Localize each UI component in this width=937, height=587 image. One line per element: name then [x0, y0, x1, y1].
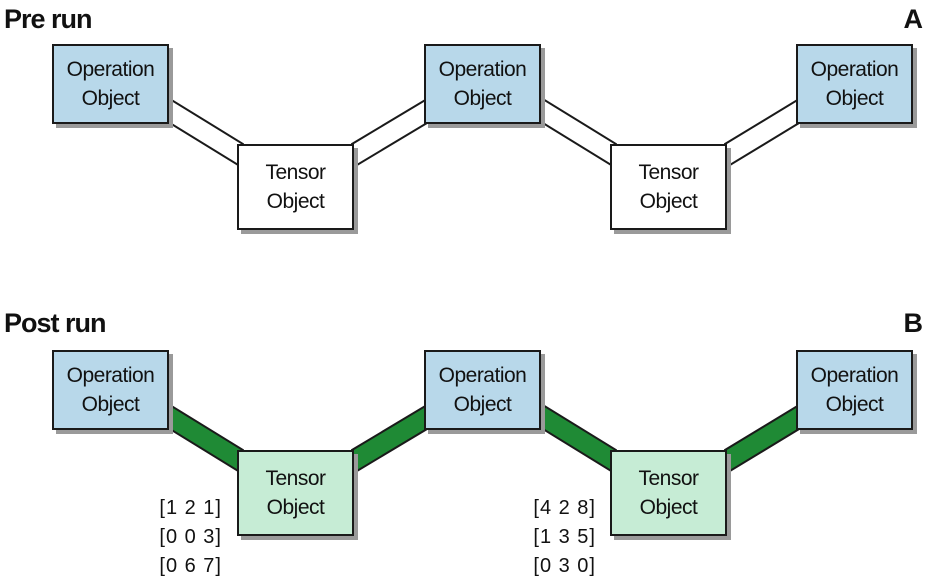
tensor-object-a2: Tensor Object	[610, 144, 727, 230]
operation-label: Operation Object	[438, 364, 527, 416]
tensor-label: Tensor Object	[265, 161, 326, 213]
operation-label: Operation Object	[810, 58, 899, 110]
edge-post-2	[351, 400, 433, 476]
edge-pre-3	[537, 94, 617, 170]
matrix-row: [0 3 0]	[533, 555, 596, 577]
tensor-object-b2: Tensor Object	[610, 450, 727, 536]
tensor-object-a1: Tensor Object	[237, 144, 354, 230]
matrix-row: [4 2 8]	[533, 497, 596, 519]
panel-a-title: Pre run	[4, 4, 93, 34]
operation-object-a3: Operation Object	[796, 44, 913, 124]
tensor-value-matrix-2: [4 2 8] [1 3 5] [0 3 0]	[530, 494, 596, 581]
matrix-row: [0 0 3]	[159, 526, 222, 548]
edge-pre-4	[724, 94, 805, 170]
operation-object-b1: Operation Object	[52, 350, 169, 430]
operation-object-a2: Operation Object	[424, 44, 541, 124]
tensor-label: Tensor Object	[265, 467, 326, 519]
edge-post-4	[724, 400, 805, 476]
operation-label: Operation Object	[810, 364, 899, 416]
operation-label: Operation Object	[438, 58, 527, 110]
panel-a-letter: A	[903, 4, 924, 34]
edge-pre-2	[351, 94, 433, 170]
tensor-label: Tensor Object	[638, 467, 699, 519]
tensor-label: Tensor Object	[638, 161, 699, 213]
tensor-object-b1: Tensor Object	[237, 450, 354, 536]
operation-object-b2: Operation Object	[424, 350, 541, 430]
tensor-value-matrix-1: [1 2 1] [0 0 3] [0 6 7]	[156, 494, 222, 581]
panel-b-letter: B	[903, 308, 924, 338]
panel-b-title: Post run	[4, 308, 107, 338]
matrix-row: [1 3 5]	[533, 526, 596, 548]
edge-pre-1	[164, 94, 244, 170]
operation-label: Operation Object	[66, 58, 155, 110]
matrix-row: [1 2 1]	[159, 497, 222, 519]
matrix-row: [0 6 7]	[159, 555, 222, 577]
operation-object-a1: Operation Object	[52, 44, 169, 124]
operation-object-b3: Operation Object	[796, 350, 913, 430]
operation-label: Operation Object	[66, 364, 155, 416]
edge-post-3	[537, 400, 617, 476]
edge-post-1	[164, 400, 244, 476]
